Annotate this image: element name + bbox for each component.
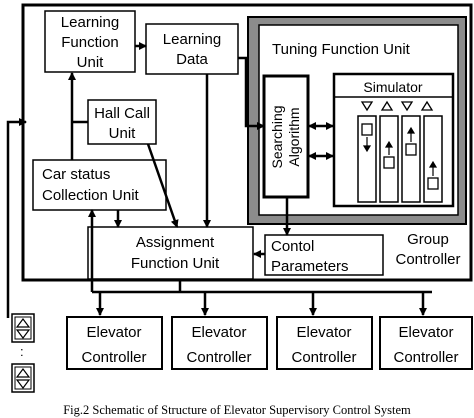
car-status-collection-unit-box [32,159,167,211]
simulator-box [332,72,455,208]
group-controller-line1: Group [407,231,449,248]
hall-call-unit-line1: Hall Call [94,105,150,122]
learning-function-unit-line2: Function [61,34,119,51]
svg-text:Elevator: Elevator [398,324,453,341]
car-status-line2: Collection Unit [42,187,140,204]
hall-button-top [11,313,35,343]
searching-algorithm-line2: Algorithm [286,107,302,166]
learning-data-box [145,23,239,75]
figure-caption: Fig.2 Schematic of Structure of Elevator… [63,403,411,417]
elevator-bus [92,290,432,316]
svg-text:Controller: Controller [291,349,356,366]
svg-text:Elevator: Elevator [296,324,351,341]
searching-algorithm-line1: Searching [269,105,285,168]
connectors [6,42,334,318]
elevator-controller-4: Elevator Controller [379,316,473,370]
simulator-shafts [357,115,443,203]
tuning-function-unit-label: Tuning Function Unit [272,41,411,58]
group-controller-frame [21,3,473,282]
assignment-line2: Function Unit [131,255,220,272]
control-parameters-line1: Contol [271,238,314,255]
learning-function-unit-line3: Unit [77,54,105,71]
hall-buttons-ellipsis: : [20,344,24,359]
svg-text:Elevator: Elevator [86,324,141,341]
learning-data-line1: Learning [163,31,221,48]
learning-function-unit-box [44,10,136,73]
svg-text:Controller: Controller [393,349,458,366]
svg-text:Elevator: Elevator [191,324,246,341]
group-controller-line2: Controller [395,251,460,268]
simulator-cars [361,123,439,190]
simulator-floor-indicators [360,100,434,112]
elevator-controller-2: Elevator Controller [171,316,268,370]
elevator-controller-1: Elevator Controller [66,316,163,370]
car-status-line1: Car status [42,166,110,183]
control-parameters-line2: Parameters [271,258,349,275]
simulator-car-directions [362,126,438,176]
elevator-controller-3: Elevator Controller [276,316,373,370]
simulator-label: Simulator [363,79,422,95]
svg-text:Controller: Controller [186,349,251,366]
assignment-line1: Assignment [136,234,215,251]
hall-call-unit-box [87,99,157,145]
assignment-function-unit-box [87,226,254,280]
learning-data-line2: Data [176,51,208,68]
searching-algorithm-box [262,74,310,199]
svg-text:Controller: Controller [81,349,146,366]
learning-function-unit-line1: Learning [61,14,119,31]
hall-button-bottom [11,363,35,393]
hall-call-unit-line2: Unit [109,125,137,142]
